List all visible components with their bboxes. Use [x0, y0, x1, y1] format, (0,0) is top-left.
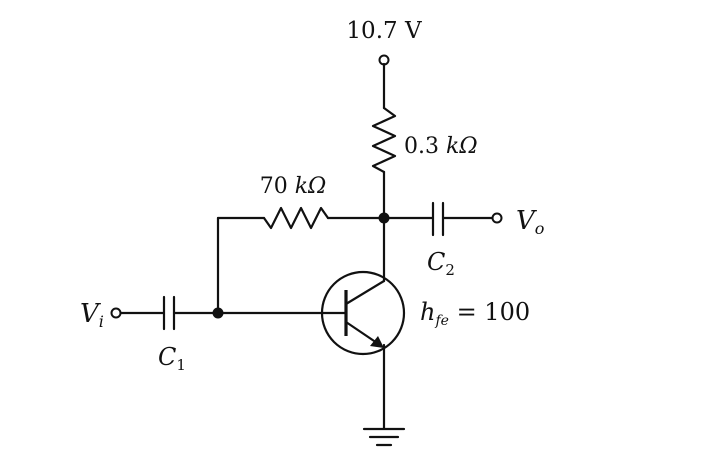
hfe-subscript: fe [434, 313, 448, 329]
c2-label: C2 [427, 248, 455, 279]
input-label: Vi [80, 299, 104, 331]
transistor-param-label: hfe = 100 [420, 298, 530, 329]
output-terminal [491, 212, 503, 224]
input-subscript: i [99, 312, 104, 331]
hfe-symbol: h [420, 298, 435, 326]
transistor-body [320, 270, 406, 356]
output-subscript: o [535, 219, 545, 238]
feedback-resistor-unit: kΩ [295, 174, 327, 199]
collector-resistor-label: 0.3 kΩ [404, 134, 478, 159]
collector-resistor-unit: kΩ [446, 134, 478, 159]
input-symbol: V [80, 299, 101, 329]
c1-label: C1 [158, 343, 186, 374]
collector-resistor-value: 0.3 [404, 134, 446, 159]
input-terminal [110, 307, 122, 319]
c2-symbol: C [427, 248, 445, 276]
feedback-resistor-value: 70 [260, 174, 295, 199]
c2-subscript: 2 [445, 261, 455, 279]
output-symbol: V [516, 206, 537, 236]
transistor-collector-lead [344, 279, 386, 306]
feedback-resistor [262, 206, 330, 230]
collector-resistor [371, 106, 397, 174]
supply-voltage-label: 10.7 V [346, 18, 422, 44]
feedback-resistor-label: 70 kΩ [260, 174, 327, 199]
emitter-arrow-icon [370, 336, 384, 348]
c1-subscript: 1 [176, 356, 186, 374]
output-label: Vo [516, 206, 544, 238]
c1-symbol: C [158, 343, 176, 371]
hfe-value: = 100 [449, 298, 530, 326]
